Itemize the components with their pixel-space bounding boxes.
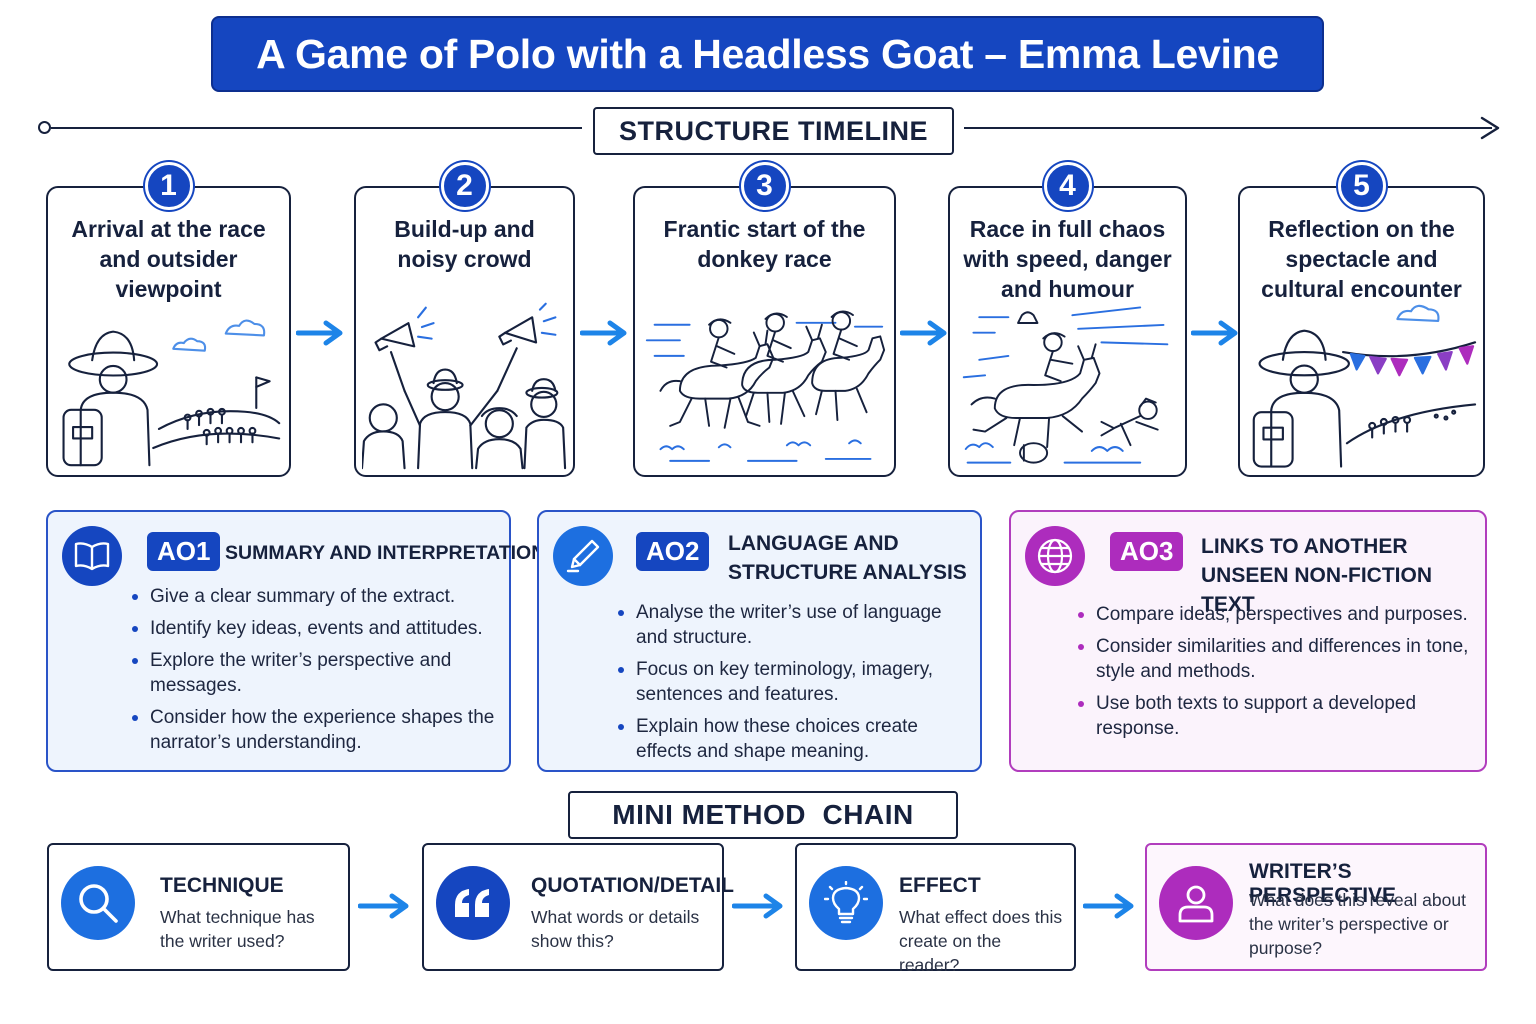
timeline-arrow-icon	[900, 320, 947, 346]
method-step-title: QUOTATION/DETAIL	[531, 874, 734, 897]
method-chain-label-text: MINI METHOD CHAIN	[612, 799, 914, 830]
method-chain-label: MINI METHOD CHAIN	[568, 791, 958, 839]
structure-timeline-label-text: STRUCTURE TIMELINE	[619, 115, 928, 146]
method-step-effect: EFFECT What effect does this create on t…	[795, 843, 1076, 975]
stage-description: Build-up and noisy crowd	[394, 216, 535, 272]
traveller-with-bunting-icon	[1246, 301, 1477, 471]
ao-bullet: Give a clear summary of the extract.	[130, 584, 500, 609]
method-step-title: TECHNIQUE	[160, 874, 284, 897]
ao3-panel: AO3 LINKS TO ANOTHER UNSEEN NON-FICTION …	[1009, 510, 1487, 772]
pen-nib-icon	[553, 526, 613, 586]
ao-bullet: Compare ideas, perspectives and purposes…	[1076, 602, 1476, 627]
timeline-stage-2: 2 Build-up and noisy crowd	[354, 162, 575, 477]
timeline-end-arrow-icon	[1480, 116, 1500, 140]
method-step-description: What does this reveal about the writer’s…	[1249, 890, 1466, 958]
ao2-heading: LANGUAGE AND STRUCTURE ANALYSIS	[728, 532, 967, 584]
stage-number-badge: 3	[740, 162, 789, 210]
timeline-stage-5: 5 Reflection on the spectacle and cultur…	[1238, 162, 1485, 477]
stage-number-badge: 4	[1043, 162, 1092, 210]
method-step-description: What words or details show this?	[531, 907, 700, 951]
ao2-badge: AO2	[636, 532, 710, 571]
ao-bullet: Explain how these choices create effects…	[616, 714, 971, 764]
globe-icon	[1025, 526, 1085, 586]
ao3-badge: AO3	[1110, 532, 1184, 571]
traveller-watching-crowd-icon	[54, 301, 283, 471]
method-chain-arrow-icon	[358, 893, 409, 919]
stage-description: Frantic start of the donkey race	[663, 216, 866, 272]
ao1-bullet-list: Give a clear summary of the extract. Ide…	[130, 584, 500, 762]
stage-description: Race in full chaos with speed, danger an…	[963, 216, 1172, 302]
stage-number-badge: 5	[1337, 162, 1386, 210]
ao1-heading: SUMMARY AND INTERPRETATION	[225, 542, 546, 564]
ao3-bullet-list: Compare ideas, perspectives and purposes…	[1076, 602, 1476, 748]
ao-bullet: Identify key ideas, events and attitudes…	[130, 616, 500, 641]
ao-bullet: Explore the writer’s perspective and mes…	[130, 648, 500, 698]
ao3-heading: LINKS TO ANOTHER UNSEEN NON-FICTION TEXT	[1201, 535, 1432, 616]
ao1-badge: AO1	[147, 532, 221, 571]
cheering-crowd-megaphones-icon	[360, 301, 567, 471]
ao-bullet: Use both texts to support a developed re…	[1076, 691, 1476, 741]
timeline-line-right	[964, 127, 1492, 129]
timeline-start-dot	[38, 121, 51, 134]
method-step-title: EFFECT	[899, 874, 981, 897]
method-step-quotation: QUOTATION/DETAIL What words or details s…	[422, 843, 734, 971]
structure-timeline-label: STRUCTURE TIMELINE	[593, 107, 954, 155]
donkey-rider-falling-icon	[956, 301, 1179, 471]
lightbulb-icon	[809, 866, 883, 940]
donkey-riders-racing-icon	[641, 301, 888, 471]
ao2-bullet-list: Analyse the writer’s use of language and…	[616, 600, 971, 771]
stage-description: Reflection on the spectacle and cultural…	[1261, 216, 1462, 302]
magnifier-icon	[61, 866, 135, 940]
timeline-arrow-icon	[1191, 320, 1238, 346]
open-book-icon	[62, 526, 122, 586]
method-chain-arrow-icon	[1083, 893, 1134, 919]
ao-bullet: Consider similarities and differences in…	[1076, 634, 1476, 684]
stage-number-badge: 2	[440, 162, 489, 210]
method-step-writers-perspective: WRITER’S PERSPECTIVE What does this reve…	[1145, 843, 1487, 971]
timeline-stage-1: 1 Arrival at the race and outsider viewp…	[46, 162, 291, 477]
ao1-panel: AO1 SUMMARY AND INTERPRETATION Give a cl…	[46, 510, 545, 772]
method-step-technique: TECHNIQUE What technique has the writer …	[47, 843, 350, 971]
timeline-stage-4: 4 Race in full chaos with speed, danger …	[948, 162, 1187, 477]
timeline-arrow-icon	[580, 320, 627, 346]
timeline-stage-3: 3 Frantic start of the donkey race	[633, 162, 896, 477]
ao-bullet: Consider how the experience shapes the n…	[130, 705, 500, 755]
method-step-description: What technique has the writer used?	[160, 907, 315, 951]
page-title: A Game of Polo with a Headless Goat – Em…	[256, 30, 1279, 77]
method-chain-arrow-icon	[732, 893, 783, 919]
timeline-arrow-icon	[296, 320, 343, 346]
quotation-marks-icon	[436, 866, 510, 940]
method-step-description: What effect does this create on the read…	[899, 907, 1063, 975]
ao-bullet: Focus on key terminology, imagery, sente…	[616, 657, 971, 707]
method-step-title: WRITER’S PERSPECTIVE	[1249, 860, 1397, 907]
stage-number-badge: 1	[144, 162, 193, 210]
stage-description: Arrival at the race and outsider viewpoi…	[71, 216, 266, 302]
ao-bullet: Analyse the writer’s use of language and…	[616, 600, 971, 650]
timeline-line-left	[51, 127, 582, 129]
person-icon	[1159, 866, 1233, 940]
page-title-banner: A Game of Polo with a Headless Goat – Em…	[211, 16, 1324, 92]
ao2-panel: AO2 LANGUAGE AND STRUCTURE ANALYSIS Anal…	[537, 510, 982, 772]
